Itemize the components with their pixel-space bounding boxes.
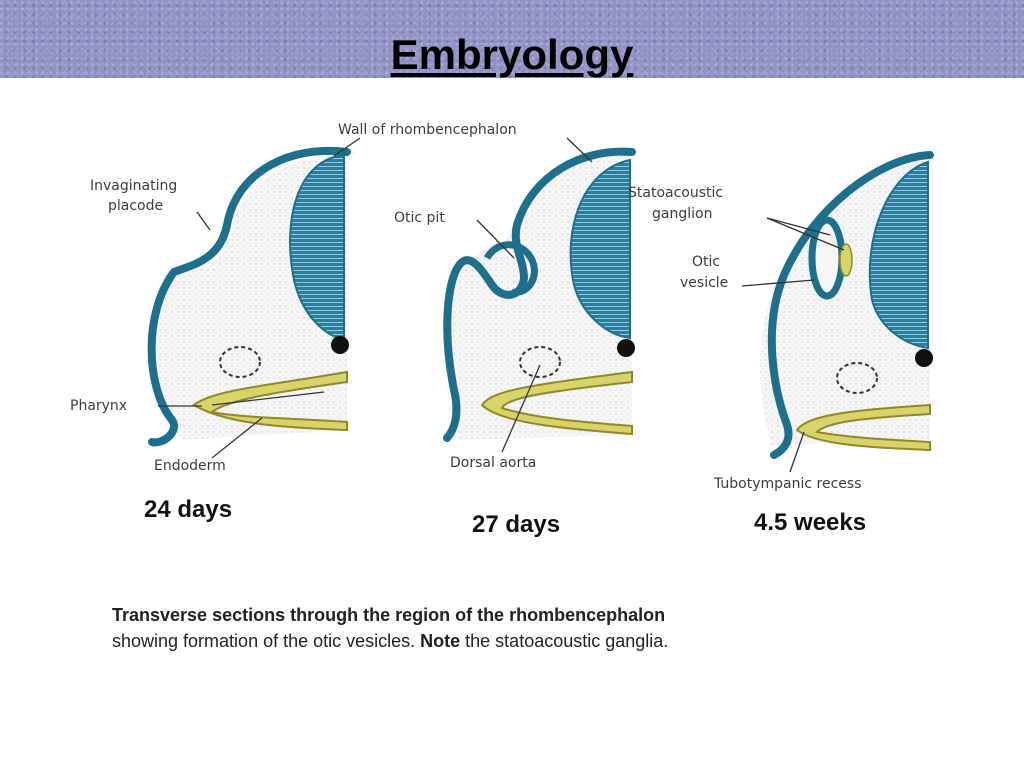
leader-statoacoustic-2 [766, 217, 845, 251]
stage-label-4-5-weeks: 4.5 weeks [754, 509, 867, 536]
label-endoderm: Endoderm [154, 458, 226, 474]
label-ganglion: ganglion [652, 206, 712, 222]
leader-tubotympanic [789, 431, 805, 473]
leader-statoacoustic-1 [766, 217, 831, 236]
leader-otic-vesicle [741, 279, 815, 287]
label-placode: placode [108, 198, 163, 214]
caption-note: Note [420, 631, 461, 651]
dorsal-aorta-circle [836, 362, 878, 394]
otic-pit [483, 241, 538, 296]
surface-ectoderm [443, 147, 636, 442]
figure-caption: Transverse sections through the region o… [112, 602, 972, 654]
caption-line-1: Transverse sections through the region o… [112, 605, 666, 625]
header-banner [0, 0, 1024, 78]
stage-label-27-days: 27 days [472, 511, 561, 538]
label-vesicle: vesicle [680, 275, 728, 291]
panel-24-days [147, 137, 362, 459]
label-dorsal-aorta: Dorsal aorta [450, 455, 536, 471]
label-otic-pit: Otic pit [394, 210, 445, 226]
leader-otic-pit [476, 219, 515, 259]
slide-title: Embryology [390, 31, 634, 78]
dorsal-aorta-circle [219, 346, 261, 378]
label-invaginating: Invaginating [90, 178, 177, 194]
leader-dorsal-aorta [501, 364, 541, 453]
pharyngeal-endoderm [192, 370, 348, 432]
rhombencephalon-wall [569, 158, 631, 340]
otic-development-diagram: Wall of rhombencephalon Invaginating pla… [70, 122, 934, 492]
caption-line-2-start: showing formation of the otic vesicles. [112, 631, 421, 651]
rhombencephalon-wall [289, 153, 345, 342]
leader-wall [566, 137, 593, 163]
caption-line-2-end: the statoacoustic ganglia. [460, 631, 669, 651]
surface-ectoderm [147, 146, 351, 447]
label-otic: Otic [692, 254, 720, 270]
panel-27-days [443, 137, 636, 453]
panel-4-5-weeks [741, 150, 934, 473]
leader-invaginating [196, 211, 211, 231]
label-statoacoustic: Statoacoustic [628, 185, 723, 201]
dorsal-aorta-circle [519, 346, 561, 378]
leader-pharynx-2 [211, 391, 325, 406]
tubotympanic-recess [795, 403, 931, 452]
label-wall-of-rhombencephalon: Wall of rhombencephalon [338, 122, 517, 138]
caption-line-2: showing formation of the otic vesicles. … [112, 628, 972, 654]
rhombencephalon-wall [868, 160, 929, 350]
notochord [331, 336, 349, 354]
label-pharynx: Pharynx [70, 398, 127, 414]
surface-ectoderm [767, 151, 934, 459]
leader-wall [333, 137, 361, 157]
statoacoustic-ganglion [839, 243, 853, 277]
label-tubotympanic-recess: Tubotympanic recess [713, 476, 862, 492]
pharyngeal-endoderm [480, 370, 633, 436]
stage-label-24-days: 24 days [144, 496, 233, 523]
notochord [915, 349, 933, 367]
otic-development-figure: Wall of rhombencephalon Invaginating pla… [62, 100, 942, 500]
notochord [617, 339, 635, 357]
leader-endoderm [211, 417, 263, 459]
